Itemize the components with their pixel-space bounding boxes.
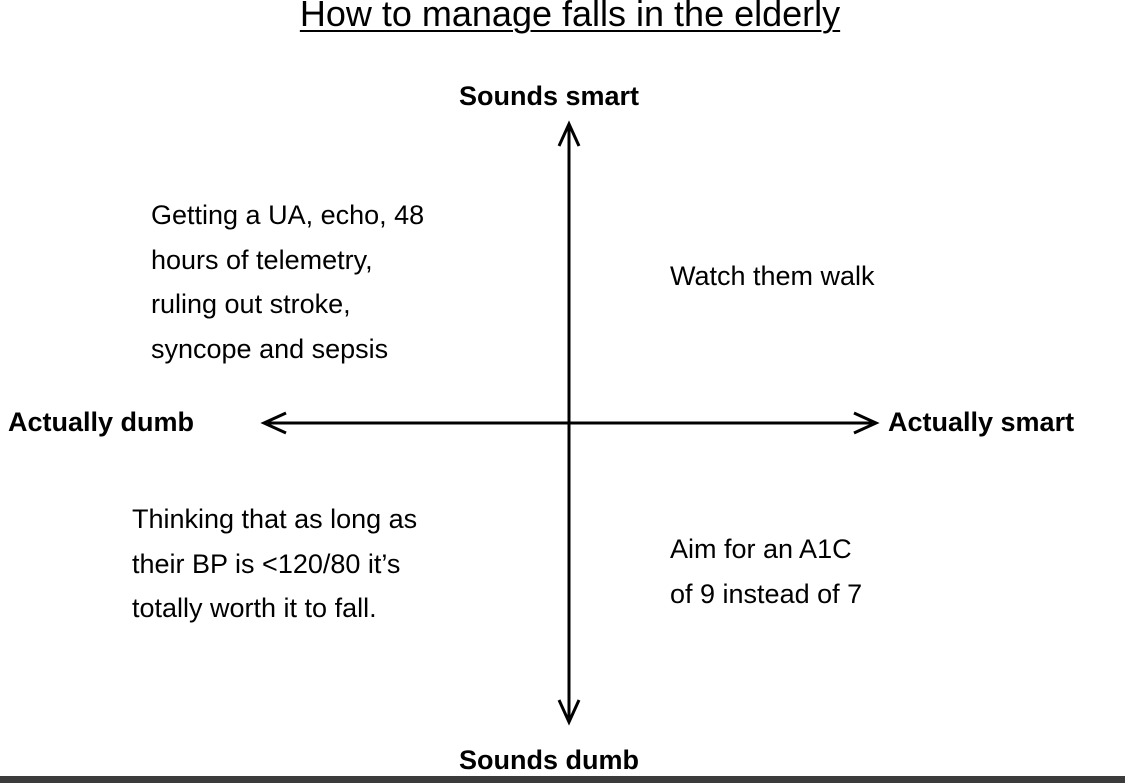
quadrant-text-line: Getting a UA, echo, 48 xyxy=(151,200,425,230)
quadrant-top-right: Watch them walk xyxy=(670,254,875,299)
arrow-up-icon xyxy=(557,120,581,147)
quadrant-text-line: hours of telemetry, xyxy=(151,244,373,275)
quadrant-text-line: their BP is <120/80 it’s xyxy=(132,548,401,579)
quadrant-text-line: Watch them walk xyxy=(670,261,875,291)
axis-label-right: Actually smart xyxy=(888,407,1075,437)
quadrant-text-line: Thinking that as long as xyxy=(132,504,418,534)
diagram-title: How to manage falls in the elderly xyxy=(299,0,841,34)
quadrant-bottom-right: Aim for an A1C of 9 instead of 7 xyxy=(670,527,862,616)
arrow-down-icon xyxy=(557,699,581,726)
horizontal-axis xyxy=(260,411,880,435)
axis-label-top: Sounds smart xyxy=(459,81,640,111)
quadrant-bottom-left: Thinking that as long as their BP is <12… xyxy=(132,497,417,631)
quadrant-text-line: syncope and sepsis xyxy=(151,333,389,364)
arrow-left-icon xyxy=(260,411,287,435)
quadrant-text-line: of 9 instead of 7 xyxy=(670,578,863,609)
quadrant-text-line: Aim for an A1C xyxy=(670,534,852,564)
quadrant-top-left: Getting a UA, echo, 48 hours of telemetr… xyxy=(151,193,424,371)
axis-label-bottom: Sounds dumb xyxy=(459,745,639,775)
axis-label-left: Actually dumb xyxy=(8,407,195,437)
quadrant-text-line: ruling out stroke, xyxy=(151,289,351,319)
quadrant-text-line: totally worth it to fall. xyxy=(132,593,377,623)
arrow-right-icon xyxy=(853,411,880,435)
bottom-border xyxy=(0,776,1125,783)
